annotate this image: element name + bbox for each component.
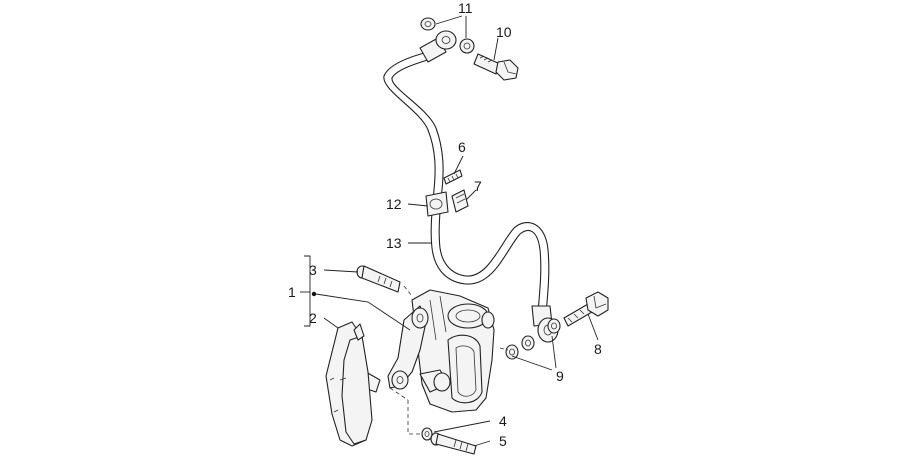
banjo-bolt-bottom xyxy=(563,291,609,327)
callout-7: 7 xyxy=(474,178,482,194)
brake-hose xyxy=(383,51,550,315)
callout-5: 5 xyxy=(499,433,507,449)
washer-lower xyxy=(421,427,433,441)
banjo-bolt-top xyxy=(473,53,519,81)
callout-13: 13 xyxy=(386,235,402,251)
caliper-bolt-short xyxy=(430,432,477,455)
leader-lines xyxy=(300,15,599,447)
callout-labels: 11 10 6 7 12 13 3 1 2 8 9 4 5 xyxy=(288,0,602,449)
clamp-screw xyxy=(443,169,463,185)
washers-bottom xyxy=(505,318,561,360)
callout-12: 12 xyxy=(386,196,402,212)
callout-4: 4 xyxy=(499,413,507,429)
brake-caliper xyxy=(387,289,495,413)
callout-1: 1 xyxy=(288,284,296,300)
callout-3: 3 xyxy=(309,262,317,278)
caliper-bolt-long xyxy=(356,265,401,293)
callout-11: 11 xyxy=(458,0,473,16)
washer-top-left xyxy=(420,17,436,31)
washer-top-right xyxy=(459,38,475,54)
brake-pads xyxy=(325,321,381,447)
callout-6: 6 xyxy=(458,139,466,155)
callout-8: 8 xyxy=(594,341,602,357)
callout-9: 9 xyxy=(556,368,564,384)
clamp-clip xyxy=(451,189,469,213)
hose-clamp xyxy=(425,191,449,217)
banjo-fitting-top xyxy=(419,17,475,63)
assembly-lines xyxy=(389,285,509,435)
callout-2: 2 xyxy=(309,310,317,326)
callout-10: 10 xyxy=(496,24,512,40)
part-1-marker-dot xyxy=(311,291,317,297)
